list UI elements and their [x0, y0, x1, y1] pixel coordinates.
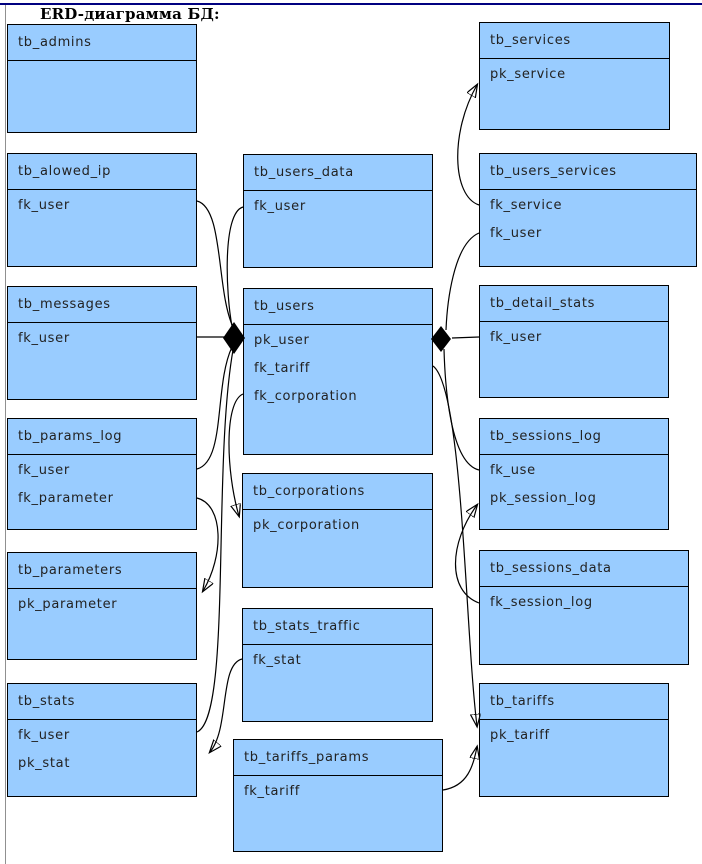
field-label: pk_tariff: [490, 728, 550, 743]
table-name: tb_admins: [18, 35, 92, 50]
field-label: pk_corporation: [253, 518, 360, 533]
field-label: fk_tariff: [254, 361, 311, 376]
table-tb_sessions_log: tb_sessions_log fk_use pk_session_log: [479, 418, 669, 530]
table-name: tb_tariffs: [490, 694, 555, 709]
connector-users-tariffs: [432, 365, 477, 726]
table-title: tb_users_data: [244, 155, 432, 191]
field-label: fk_user: [18, 728, 70, 743]
table-title: tb_admins: [8, 25, 196, 61]
field-label: fk_service: [490, 198, 563, 213]
table-tb_detail_stats: tb_detail_stats fk_user: [479, 285, 669, 398]
connector-users_data-users: [226, 206, 244, 327]
field-label: pk_session_log: [490, 491, 597, 506]
field-label: fk_user: [490, 330, 542, 345]
field-label: fk_parameter: [18, 491, 114, 506]
table-tb_sessions_data: tb_sessions_data fk_session_log: [479, 550, 689, 665]
field-label: fk_session_log: [490, 595, 593, 610]
field-label: fk_user: [18, 463, 70, 478]
table-name: tb_users_data: [254, 165, 354, 180]
field-label: fk_user: [254, 199, 306, 214]
table-name: tb_corporations: [253, 484, 365, 499]
connector-detail_stats-users: [451, 336, 480, 339]
table-name: tb_messages: [18, 297, 111, 312]
field-label: pk_parameter: [18, 597, 118, 612]
table-name: tb_stats: [18, 694, 76, 709]
connector-users_services-users: [445, 232, 480, 331]
table-tb_parameters: tb_parameters pk_parameter: [7, 552, 197, 660]
field-label: pk_stat: [18, 756, 71, 771]
table-title: tb_stats: [8, 684, 196, 720]
table-name: tb_users_services: [490, 164, 617, 179]
table-title: tb_params_log: [8, 419, 196, 455]
connector-params_log-users: [196, 346, 233, 470]
connector-sessions_data-sessions_log: [454, 505, 480, 604]
table-title: tb_tariffs_params: [234, 740, 442, 776]
connector-alowed_ip-users: [196, 200, 234, 328]
table-title: tb_sessions_data: [480, 551, 688, 587]
table-tb_users_services: tb_users_services fk_service fk_user: [479, 153, 697, 267]
left-vertical-rule: [5, 5, 6, 864]
table-title: tb_alowed_ip: [8, 154, 196, 190]
table-name: tb_users: [254, 299, 315, 314]
top-horizontal-rule: [0, 3, 702, 5]
field-label: pk_service: [490, 67, 566, 82]
table-tb_services: tb_services pk_service: [479, 22, 670, 130]
field-label: fk_user: [490, 226, 542, 241]
table-name: tb_alowed_ip: [18, 164, 112, 179]
page-title: ERD-диаграмма БД:: [40, 5, 220, 23]
connector-users-corporations: [228, 393, 244, 516]
table-name: tb_tariffs_params: [244, 750, 370, 765]
field-label: fk_tariff: [244, 784, 301, 799]
field-label: fk_user: [18, 198, 70, 213]
table-title: tb_corporations: [243, 474, 432, 510]
table-tb_messages: tb_messages fk_user: [7, 286, 197, 400]
table-title: tb_stats_traffic: [243, 609, 432, 645]
table-name: tb_params_log: [18, 429, 123, 444]
table-tb_tariffs: tb_tariffs pk_tariff: [479, 683, 669, 797]
table-tb_users: tb_users pk_user fk_tariff fk_corporatio…: [243, 288, 433, 455]
table-name: tb_services: [490, 33, 571, 48]
table-tb_alowed_ip: tb_alowed_ip fk_user: [7, 153, 197, 267]
connector-params_log-parameters: [196, 497, 219, 591]
table-title: tb_parameters: [8, 553, 196, 589]
table-tb_corporations: tb_corporations pk_corporation: [242, 473, 433, 588]
table-title: tb_sessions_log: [480, 419, 668, 455]
connector-tariffs_params-tariffs: [442, 747, 477, 791]
field-label: fk_corporation: [254, 389, 358, 404]
table-name: tb_stats_traffic: [253, 619, 361, 634]
table-title: tb_services: [480, 23, 669, 59]
field-label: pk_user: [254, 333, 310, 348]
table-title: tb_tariffs: [480, 684, 668, 720]
table-title: tb_users: [244, 289, 432, 325]
table-name: tb_sessions_data: [490, 561, 612, 576]
table-tb_params_log: tb_params_log fk_user fk_parameter: [7, 418, 197, 530]
table-title: tb_detail_stats: [480, 286, 668, 322]
field-label: fk_stat: [253, 653, 302, 668]
field-label: fk_user: [18, 331, 70, 346]
table-title: tb_messages: [8, 287, 196, 323]
table-name: tb_sessions_log: [490, 429, 602, 444]
connector-stats-users: [196, 349, 234, 733]
diamond-right-pk_user: [431, 326, 451, 352]
table-name: tb_detail_stats: [490, 296, 596, 311]
table-tb_stats: tb_stats fk_user pk_stat: [7, 683, 197, 797]
table-title: tb_users_services: [480, 154, 696, 190]
connector-users_services-services: [457, 85, 480, 206]
table-tb_users_data: tb_users_data fk_user: [243, 154, 433, 268]
table-tb_admins: tb_admins: [7, 24, 197, 133]
table-tb_stats_traffic: tb_stats_traffic fk_stat: [242, 608, 433, 722]
table-name: tb_parameters: [18, 563, 123, 578]
connector-sessions_log-users: [443, 348, 480, 471]
table-tb_tariffs_params: tb_tariffs_params fk_tariff: [233, 739, 443, 852]
diamond-left-pk_user: [223, 322, 245, 354]
field-label: fk_use: [490, 463, 536, 478]
